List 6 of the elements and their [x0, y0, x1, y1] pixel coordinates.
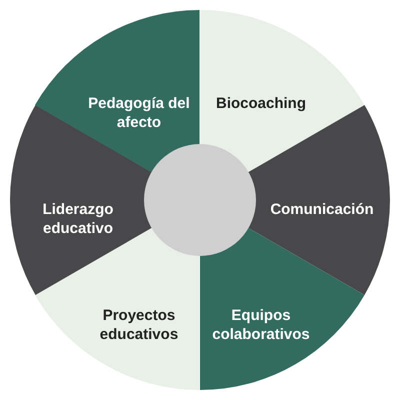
segment-label: Proyectos educativos — [98, 306, 180, 344]
segment-label: Comunicación — [269, 200, 375, 219]
segment-label: Equipos colaborativos — [211, 306, 311, 344]
segment-label: Liderazgo educativo — [42, 200, 114, 238]
segment-label: Biocoaching — [214, 94, 307, 114]
segment-label: Pedagogía del afecto — [87, 94, 191, 132]
